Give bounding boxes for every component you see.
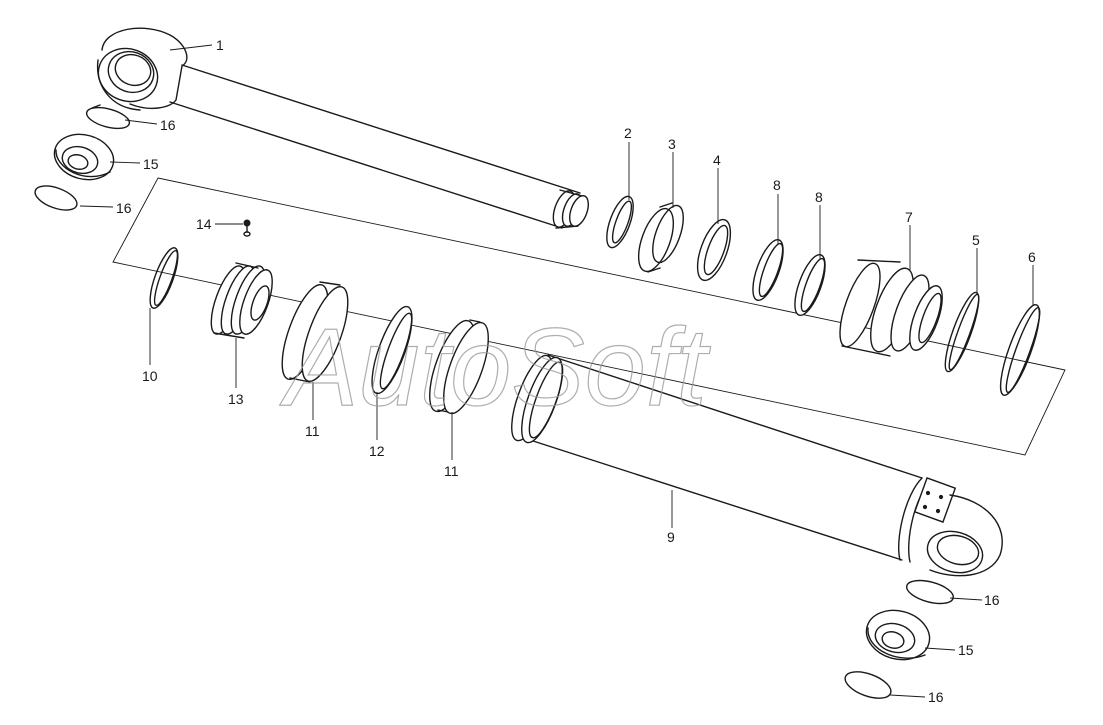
ring-2: [606, 195, 634, 249]
wear-ring-11-a: [281, 281, 349, 383]
seal-4: [696, 218, 732, 282]
callout-7: 7: [905, 209, 913, 225]
piston-13: [210, 262, 273, 339]
callout-8-b: 8: [815, 189, 823, 205]
ring-8-b: [794, 253, 826, 317]
piston-seal-12: [371, 305, 413, 395]
callout-16-d: 16: [928, 689, 944, 705]
callout-14: 14: [196, 216, 212, 232]
spherical-bearing-15-b: [865, 609, 931, 661]
ring-8-a: [752, 238, 784, 302]
piston-rod: [96, 27, 589, 229]
callout-9: 9: [667, 529, 675, 545]
callout-11-a: 11: [305, 423, 320, 439]
cylinder-head-7: [839, 259, 943, 357]
callout-3: 3: [668, 136, 676, 152]
callout-16-b: 16: [116, 200, 132, 216]
callout-6: 6: [1028, 249, 1036, 265]
assembly-group-outline: [112, 177, 1066, 456]
callout-1: 1: [216, 37, 224, 53]
bushing-3: [637, 202, 684, 273]
callout-4: 4: [713, 152, 721, 168]
snap-ring-16-d: [844, 671, 892, 699]
snap-ring-16-a: [85, 104, 131, 130]
snap-ring-16-c: [905, 579, 955, 605]
callout-11-b: 11: [444, 463, 459, 479]
callout-5: 5: [972, 232, 980, 248]
ring-6: [999, 304, 1041, 396]
wear-ring-11-b: [429, 319, 489, 415]
callout-13: 13: [228, 391, 244, 407]
callout-16-a: 16: [160, 117, 176, 133]
callout-8-a: 8: [773, 177, 781, 193]
watermark: AutoSoft: [279, 306, 711, 429]
o-ring-10: [149, 247, 179, 309]
callout-10: 10: [142, 368, 158, 384]
grease-nipple-14: [243, 219, 251, 237]
spherical-bearing-15-a: [53, 133, 115, 181]
callout-15-b: 15: [958, 642, 974, 658]
callout-15-a: 15: [143, 156, 159, 172]
callout-12: 12: [369, 443, 385, 459]
o-ring-5: [944, 291, 980, 373]
leader-lines: [79, 44, 1034, 698]
cylinder-barrel: [511, 354, 1003, 577]
snap-ring-16-b: [34, 185, 78, 211]
callout-16-c: 16: [984, 592, 1000, 608]
callout-2: 2: [624, 125, 632, 141]
